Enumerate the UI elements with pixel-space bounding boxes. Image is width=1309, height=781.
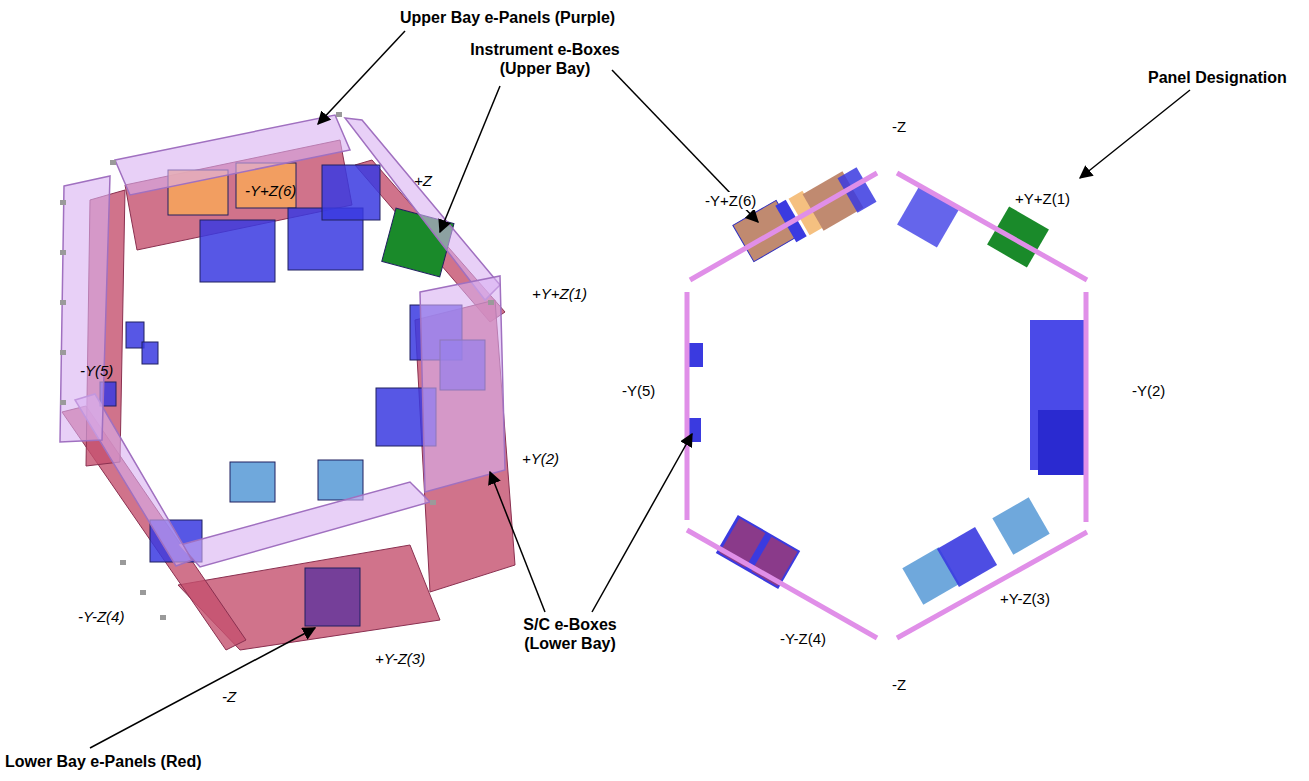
panel-label: +Y-Z(3) — [375, 650, 425, 668]
panel-label: -Z — [222, 688, 236, 706]
panel-label: +Y+Z(1) — [532, 285, 587, 303]
callout-text: Lower Bay e-Panels (Red) — [5, 752, 202, 771]
panel-label: +Z — [414, 172, 432, 190]
callout-text: Upper Bay e-Panels (Purple) — [400, 8, 615, 27]
panel-label: -Y(5) — [80, 362, 113, 380]
top-view-panels — [687, 173, 1087, 638]
top-view-boxes — [689, 167, 1085, 605]
callout-text: S/C e-Boxes (Lower Bay) — [505, 615, 635, 653]
panel-label: +Y-Z(3) — [1000, 590, 1050, 608]
leader-arrows — [90, 31, 1190, 748]
callout-text: Panel Designation — [1148, 68, 1287, 87]
panel-label: -Y(2) — [1132, 382, 1165, 400]
panel-label: -Y(5) — [622, 382, 655, 400]
panel-label: -Y+Z(6) — [245, 182, 296, 200]
panel-label: +Y(2) — [522, 450, 559, 468]
panel-label: -Y+Z(6) — [703, 192, 758, 210]
panel-label: -Y-Z(4) — [78, 608, 124, 626]
upper-bay-panels — [60, 115, 505, 567]
panel-label: -Z — [892, 118, 906, 136]
bolts — [60, 112, 494, 620]
panel-label: +Y+Z(1) — [1015, 190, 1070, 208]
panel-label: -Z — [892, 676, 906, 694]
panel-label: -Y-Z(4) — [780, 630, 826, 648]
callout-text: Instrument e-Boxes (Upper Bay) — [455, 40, 635, 78]
